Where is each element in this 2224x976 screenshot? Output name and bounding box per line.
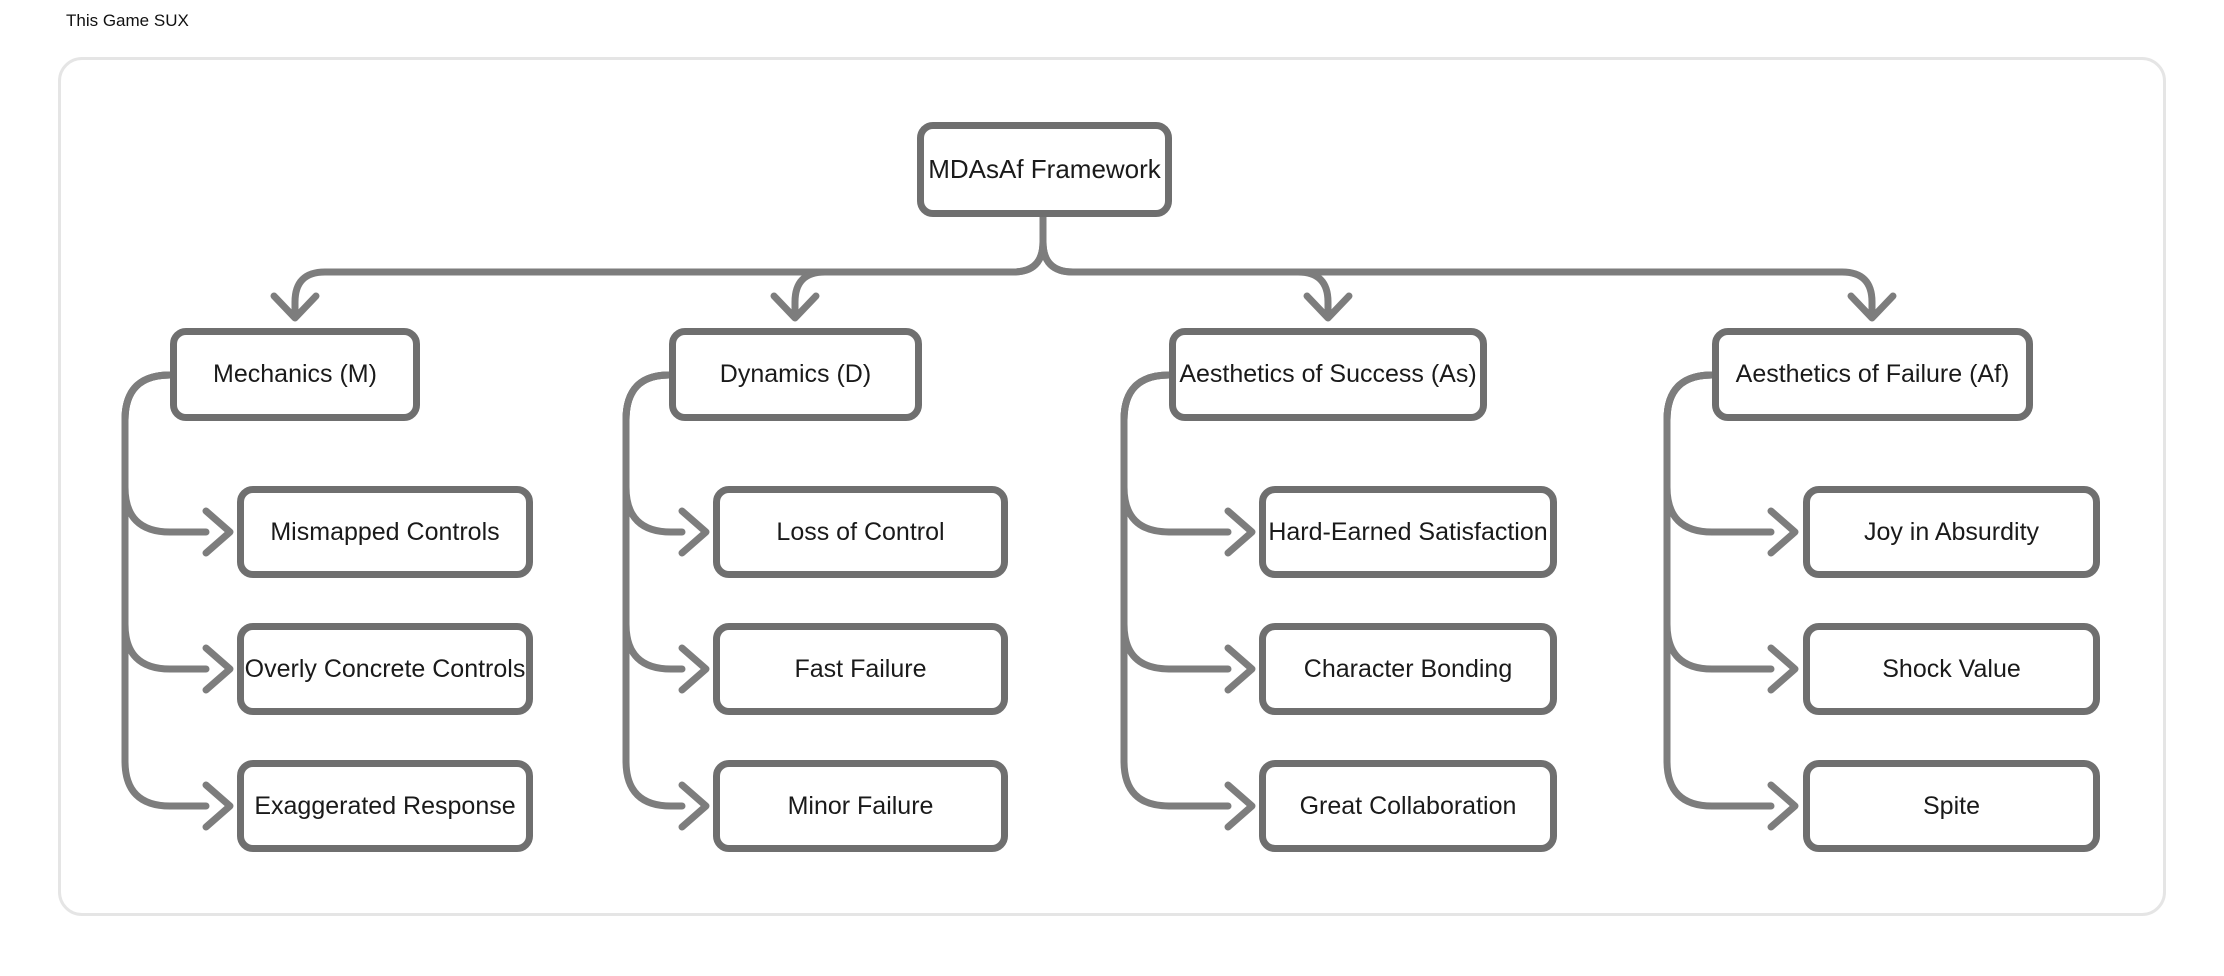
arrow-down-icon [270,292,320,322]
node-branch-aesthetics-success: Aesthetics of Success (As) [1169,328,1487,421]
arrow-right-icon [202,507,234,557]
node-child-fast-failure: Fast Failure [713,623,1008,715]
node-label: Fast Failure [794,654,927,683]
node-label: Shock Value [1882,654,2021,683]
aesthetics-failure-links [1663,371,1799,831]
node-label: Great Collaboration [1299,791,1517,820]
node-child-mismapped-controls: Mismapped Controls [237,486,533,578]
arrow-right-icon [678,507,710,557]
page-title: This Game SUX [66,11,189,30]
node-child-loss-of-control: Loss of Control [713,486,1008,578]
arrow-down-icon [1303,292,1353,322]
node-child-minor-failure: Minor Failure [713,760,1008,852]
arrow-right-icon [678,644,710,694]
node-label: Mismapped Controls [270,517,500,546]
node-child-spite: Spite [1803,760,2100,852]
aesthetics-success-links [1120,371,1256,831]
node-root-mdasaf-framework: MDAsAf Framework [917,122,1172,217]
node-label: MDAsAf Framework [928,154,1161,184]
mechanics-links [121,371,234,831]
arrow-right-icon [1224,507,1256,557]
node-label: Overly Concrete Controls [244,654,526,683]
node-label: Minor Failure [787,791,934,820]
node-child-hard-earned-satisfaction: Hard-Earned Satisfaction [1259,486,1557,578]
arrow-right-icon [202,644,234,694]
node-label: Exaggerated Response [254,791,516,820]
node-label: Dynamics (D) [719,360,872,388]
root-links [270,213,1897,322]
node-child-shock-value: Shock Value [1803,623,2100,715]
node-child-overly-concrete-controls: Overly Concrete Controls [237,623,533,715]
node-child-character-bonding: Character Bonding [1259,623,1557,715]
node-label: Aesthetics of Failure (Af) [1735,360,2010,388]
arrow-right-icon [678,781,710,831]
node-label: Aesthetics of Success (As) [1179,360,1477,388]
arrow-right-icon [1767,644,1799,694]
node-child-exaggerated-response: Exaggerated Response [237,760,533,852]
arrow-down-icon [770,292,820,322]
node-label: Loss of Control [776,517,945,546]
node-label: Spite [1923,791,1980,820]
arrow-right-icon [1224,644,1256,694]
dynamics-links [622,371,710,831]
node-label: Hard-Earned Satisfaction [1268,517,1548,546]
arrow-down-icon [1847,292,1897,322]
arrow-right-icon [1767,781,1799,831]
node-label: Character Bonding [1303,654,1513,683]
node-branch-dynamics: Dynamics (D) [669,328,922,421]
node-branch-aesthetics-failure: Aesthetics of Failure (Af) [1712,328,2033,421]
arrow-right-icon [1224,781,1256,831]
arrow-right-icon [202,781,234,831]
arrow-right-icon [1767,507,1799,557]
node-label: Joy in Absurdity [1863,517,2040,546]
node-branch-mechanics: Mechanics (M) [170,328,420,421]
node-label: Mechanics (M) [213,360,377,388]
node-child-great-collaboration: Great Collaboration [1259,760,1557,852]
node-child-joy-in-absurdity: Joy in Absurdity [1803,486,2100,578]
